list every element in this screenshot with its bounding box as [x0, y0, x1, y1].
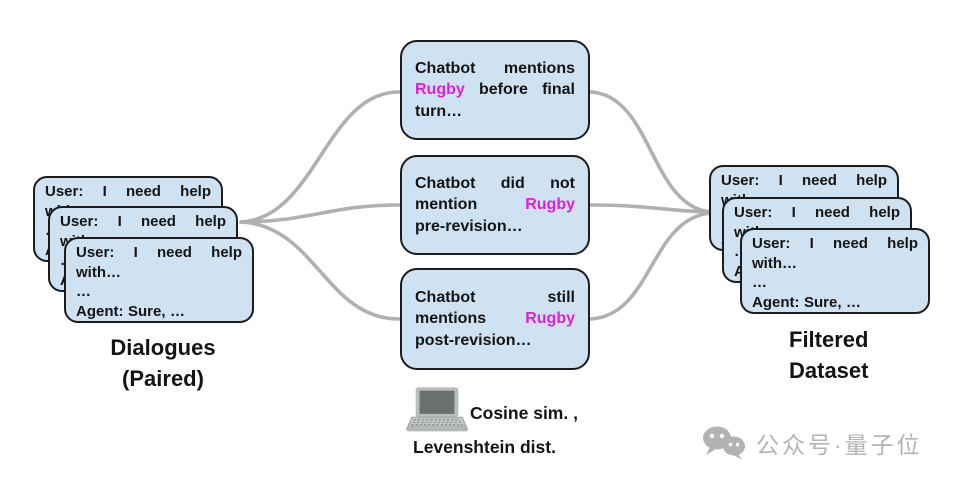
text-line: Chatbot did not	[415, 173, 575, 195]
text-line: …	[752, 273, 918, 293]
token: help	[195, 213, 226, 230]
text-line: mentions Rugby	[415, 308, 575, 330]
token: help	[887, 235, 918, 252]
token: …	[846, 293, 862, 311]
right-stack-label-line1: Filtered	[789, 327, 869, 352]
filter-box-still-mentions-post-revision: Chatbot still mentions Rugby post-revision…	[400, 268, 590, 370]
token: before	[478, 81, 528, 99]
token: …	[76, 283, 91, 300]
watermark-text: 公众号·量子位	[756, 432, 923, 458]
left-stack-label-line1: Dialogues	[110, 335, 216, 360]
token: I	[809, 235, 814, 252]
connector-top-to-right	[589, 90, 714, 214]
left-stack-label: Dialogues (Paired)	[58, 332, 268, 394]
connector-bottom-to-right	[589, 211, 714, 321]
text-line: …	[76, 282, 242, 302]
token: final	[542, 81, 575, 99]
token: Chatbot	[415, 174, 476, 192]
token: need	[125, 183, 161, 200]
method-note-line2: Levenshtein dist.	[413, 437, 556, 457]
text-line: Chatbot still	[415, 287, 575, 309]
token: Agent:	[752, 293, 800, 311]
token: need	[140, 213, 176, 230]
token: Chatbot	[415, 288, 476, 306]
token: help	[211, 244, 242, 261]
laptop-icon	[406, 387, 468, 432]
token: I	[117, 213, 122, 230]
watermark: 公众号·量子位	[701, 425, 923, 461]
token: help	[180, 183, 211, 200]
token: Chatbot	[415, 59, 476, 77]
text-line: Agent:Sure,…	[76, 302, 242, 322]
token: …	[752, 274, 767, 291]
text-line: pre-revision…	[415, 216, 575, 238]
token: with…	[76, 263, 121, 281]
connector-left-to-top	[239, 90, 401, 224]
text-line: mention Rugby	[415, 194, 575, 216]
token: Sure,	[128, 302, 166, 320]
token: need	[814, 204, 850, 221]
token: help	[856, 172, 887, 189]
token: need	[801, 172, 837, 189]
token: I	[778, 172, 783, 189]
token: mentions	[415, 310, 487, 328]
token: I	[133, 244, 138, 261]
token: I	[791, 204, 796, 221]
text-line: Chatbot mentions	[415, 58, 575, 80]
token: User:	[60, 213, 99, 230]
token: mention	[415, 196, 478, 214]
token: Sure,	[804, 293, 842, 311]
token: mentions	[503, 59, 575, 77]
token: User:	[721, 172, 760, 189]
token: User:	[752, 235, 791, 252]
token: User:	[734, 204, 773, 221]
text-line: Agent:Sure,…	[752, 293, 918, 313]
wechat-icon	[703, 426, 745, 460]
token: I	[102, 183, 107, 200]
connector-left-to-middle	[239, 203, 401, 224]
token: need	[832, 235, 868, 252]
token: not	[550, 174, 575, 192]
highlight-token: Rugby	[525, 196, 575, 214]
token: help	[869, 204, 900, 221]
token: turn…	[415, 102, 463, 120]
token: User:	[76, 244, 115, 261]
token: …	[170, 302, 186, 320]
connector-left-to-bottom	[239, 220, 401, 321]
method-note-line1: Cosine sim. ,	[470, 403, 578, 423]
token: User:	[45, 183, 84, 200]
highlight-token: Rugby	[415, 81, 465, 99]
token: did	[500, 174, 525, 192]
text-line: post-revision…	[415, 330, 575, 352]
right-stack-label: Filtered Dataset	[789, 324, 868, 386]
token: need	[156, 244, 192, 261]
highlight-token: Rugby	[525, 310, 575, 328]
token: still	[547, 288, 575, 306]
text-line: turn…	[415, 101, 575, 123]
token: post-revision…	[415, 331, 532, 349]
text-line: with…	[76, 263, 242, 283]
text-line: Rugby before final	[415, 79, 575, 101]
right-stack-label-line2: Dataset	[789, 358, 869, 383]
left-stack-label-line2: (Paired)	[122, 366, 204, 391]
token: Agent:	[76, 302, 124, 320]
token: pre-revision…	[415, 217, 523, 235]
text-line: with…	[752, 254, 918, 274]
token: with…	[752, 254, 797, 272]
connector-middle-to-right	[589, 203, 714, 214]
